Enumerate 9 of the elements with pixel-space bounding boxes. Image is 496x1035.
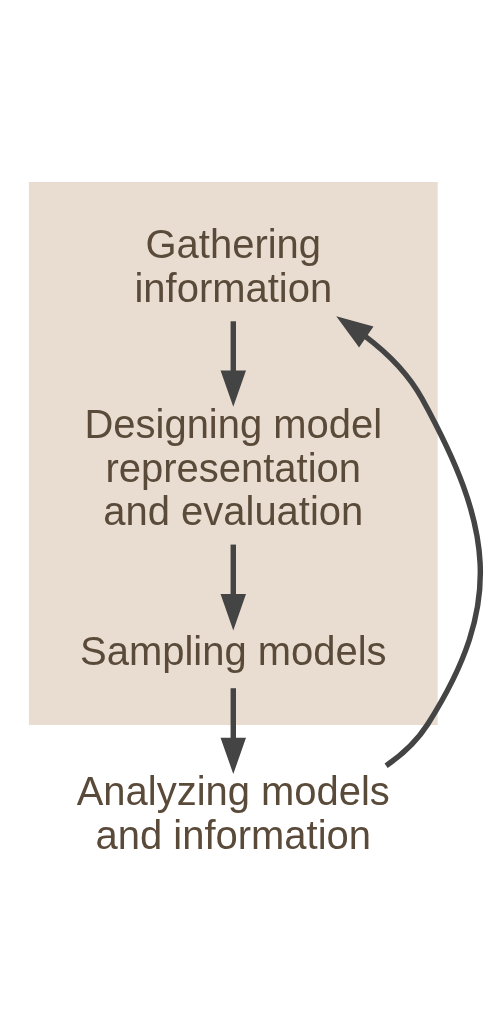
- node-text: Designing model representation and evaluation: [84, 401, 383, 533]
- node-text: Sampling models: [80, 628, 387, 673]
- arrow: [220, 544, 247, 630]
- arrow: [220, 687, 247, 774]
- node-text: Analyzing models and information: [76, 768, 390, 857]
- arrow: [336, 315, 483, 768]
- node-text: Gathering information: [134, 221, 333, 310]
- arrow: [220, 320, 247, 407]
- cluster: [28, 181, 438, 725]
